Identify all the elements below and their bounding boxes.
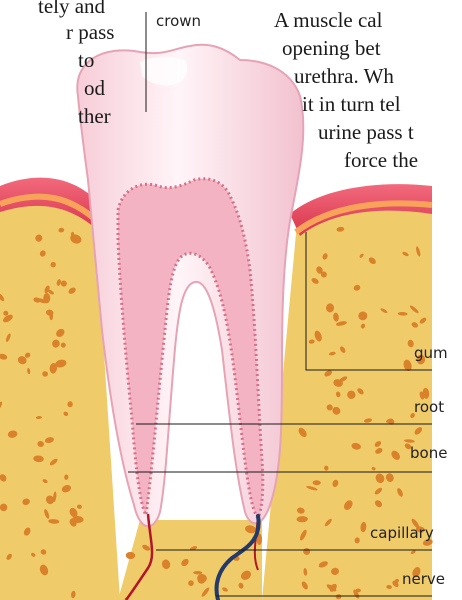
right-text-line: it in turn tel [302,92,401,116]
gum-label: gum [414,344,448,362]
bone-pore [43,293,50,303]
left-text-line: od [84,76,105,100]
tooth-body [77,45,303,526]
right-text-line: opening bet [282,36,381,60]
left-text-line: to [78,48,94,72]
left-text-line: r pass [66,20,114,44]
capillary-label: capillary [370,524,434,542]
right-text-line: A muscle cal [274,8,382,32]
right-text-line: urine pass t [318,120,414,144]
bone-label: bone [410,444,447,462]
right-text-line: urethra. Wh [294,64,394,88]
nerve-label: nerve [402,570,445,588]
right-text-line: force the [344,148,418,172]
left-text-line: tely and [38,0,105,18]
crown-label: crown [156,12,201,30]
root-label: root [414,398,444,416]
left-text-line: ther [78,104,111,128]
